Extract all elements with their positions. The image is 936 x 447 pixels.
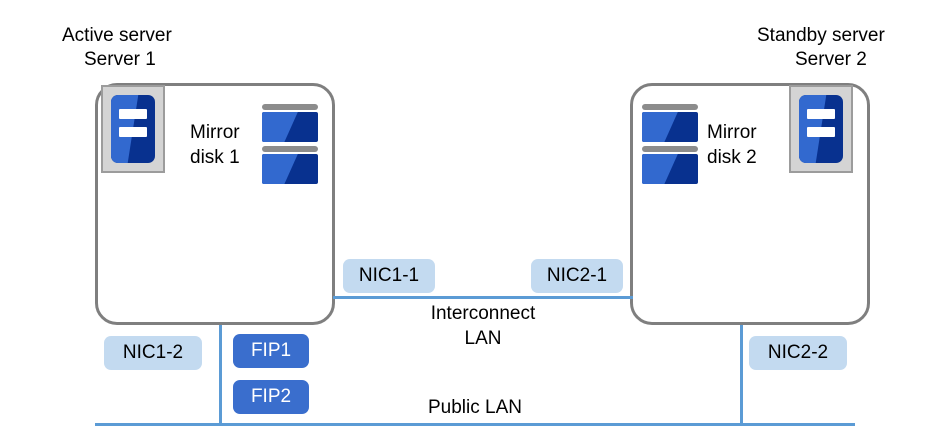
public-lan-line: [95, 423, 855, 426]
server1-role-label: Active server: [62, 25, 172, 46]
fip-pill-fip2[interactable]: FIP2: [233, 380, 309, 414]
disk-platter: [642, 104, 698, 142]
server-slot-bar: [119, 127, 147, 137]
mirror-disk1-label-line1: Mirror: [190, 122, 240, 143]
server-slot-bar: [119, 109, 147, 119]
server-slot-bar: [807, 127, 835, 137]
mirror-disk2-label-line1: Mirror: [707, 122, 757, 143]
fip-pill-fip1[interactable]: FIP1: [233, 334, 309, 368]
fip1-label: FIP1: [250, 340, 292, 361]
disk-cap: [642, 146, 698, 152]
server1-disk-label: Mirror disk 1: [190, 120, 240, 170]
mirror-disk2-label-line2: disk 2: [707, 147, 757, 168]
public-lan-label: Public LAN: [375, 395, 575, 420]
mirror-disk2-icon: [642, 104, 698, 188]
server-slot-bar: [807, 109, 835, 119]
nic1-2-label: NIC1-2: [122, 342, 184, 363]
nic-pill-nic1-2[interactable]: NIC1-2: [104, 336, 202, 370]
server1-name-label: Server 1: [84, 49, 156, 70]
disk-body: [262, 154, 318, 184]
nic2-1-label: NIC2-1: [546, 265, 608, 286]
server1-machine-icon: [101, 85, 165, 173]
disk-platter: [262, 146, 318, 184]
fip2-label: FIP2: [250, 386, 292, 407]
disk-cap: [642, 104, 698, 110]
nic1-1-label: NIC1-1: [358, 265, 420, 286]
server2-disk-label: Mirror disk 2: [707, 120, 757, 170]
disk-body: [262, 112, 318, 142]
interconnect-lan-label-line1: Interconnect: [430, 303, 536, 324]
disk-body: [642, 154, 698, 184]
interconnect-lan-label: Interconnect LAN: [383, 301, 583, 351]
mirror-disk1-icon: [262, 104, 318, 188]
interconnect-lan-label-line2: LAN: [464, 328, 502, 349]
nic-pill-nic2-1[interactable]: NIC2-1: [531, 259, 623, 293]
server-unit-shape: [111, 95, 155, 163]
disk-cap: [262, 146, 318, 152]
nic-pill-nic1-1[interactable]: NIC1-1: [343, 259, 435, 293]
server2-caption: Standby server Server 2: [757, 24, 885, 72]
mirror-disk1-label-line2: disk 1: [190, 147, 240, 168]
disk-cap: [262, 104, 318, 110]
server-unit-shape: [799, 95, 843, 163]
server2-public-lan-link: [740, 325, 743, 423]
disk-body: [642, 112, 698, 142]
nic-pill-nic2-2[interactable]: NIC2-2: [749, 336, 847, 370]
server1-public-lan-link: [219, 325, 222, 423]
nic2-2-label: NIC2-2: [767, 342, 829, 363]
server1-caption: Active server Server 1: [62, 24, 172, 72]
server2-role-label: Standby server: [757, 25, 885, 46]
public-lan-label-line1: Public LAN: [428, 397, 522, 418]
server2-machine-icon: [789, 85, 853, 173]
server2-name-label: Server 2: [795, 49, 867, 70]
disk-platter: [262, 104, 318, 142]
interconnect-lan-line: [333, 296, 633, 299]
disk-platter: [642, 146, 698, 184]
